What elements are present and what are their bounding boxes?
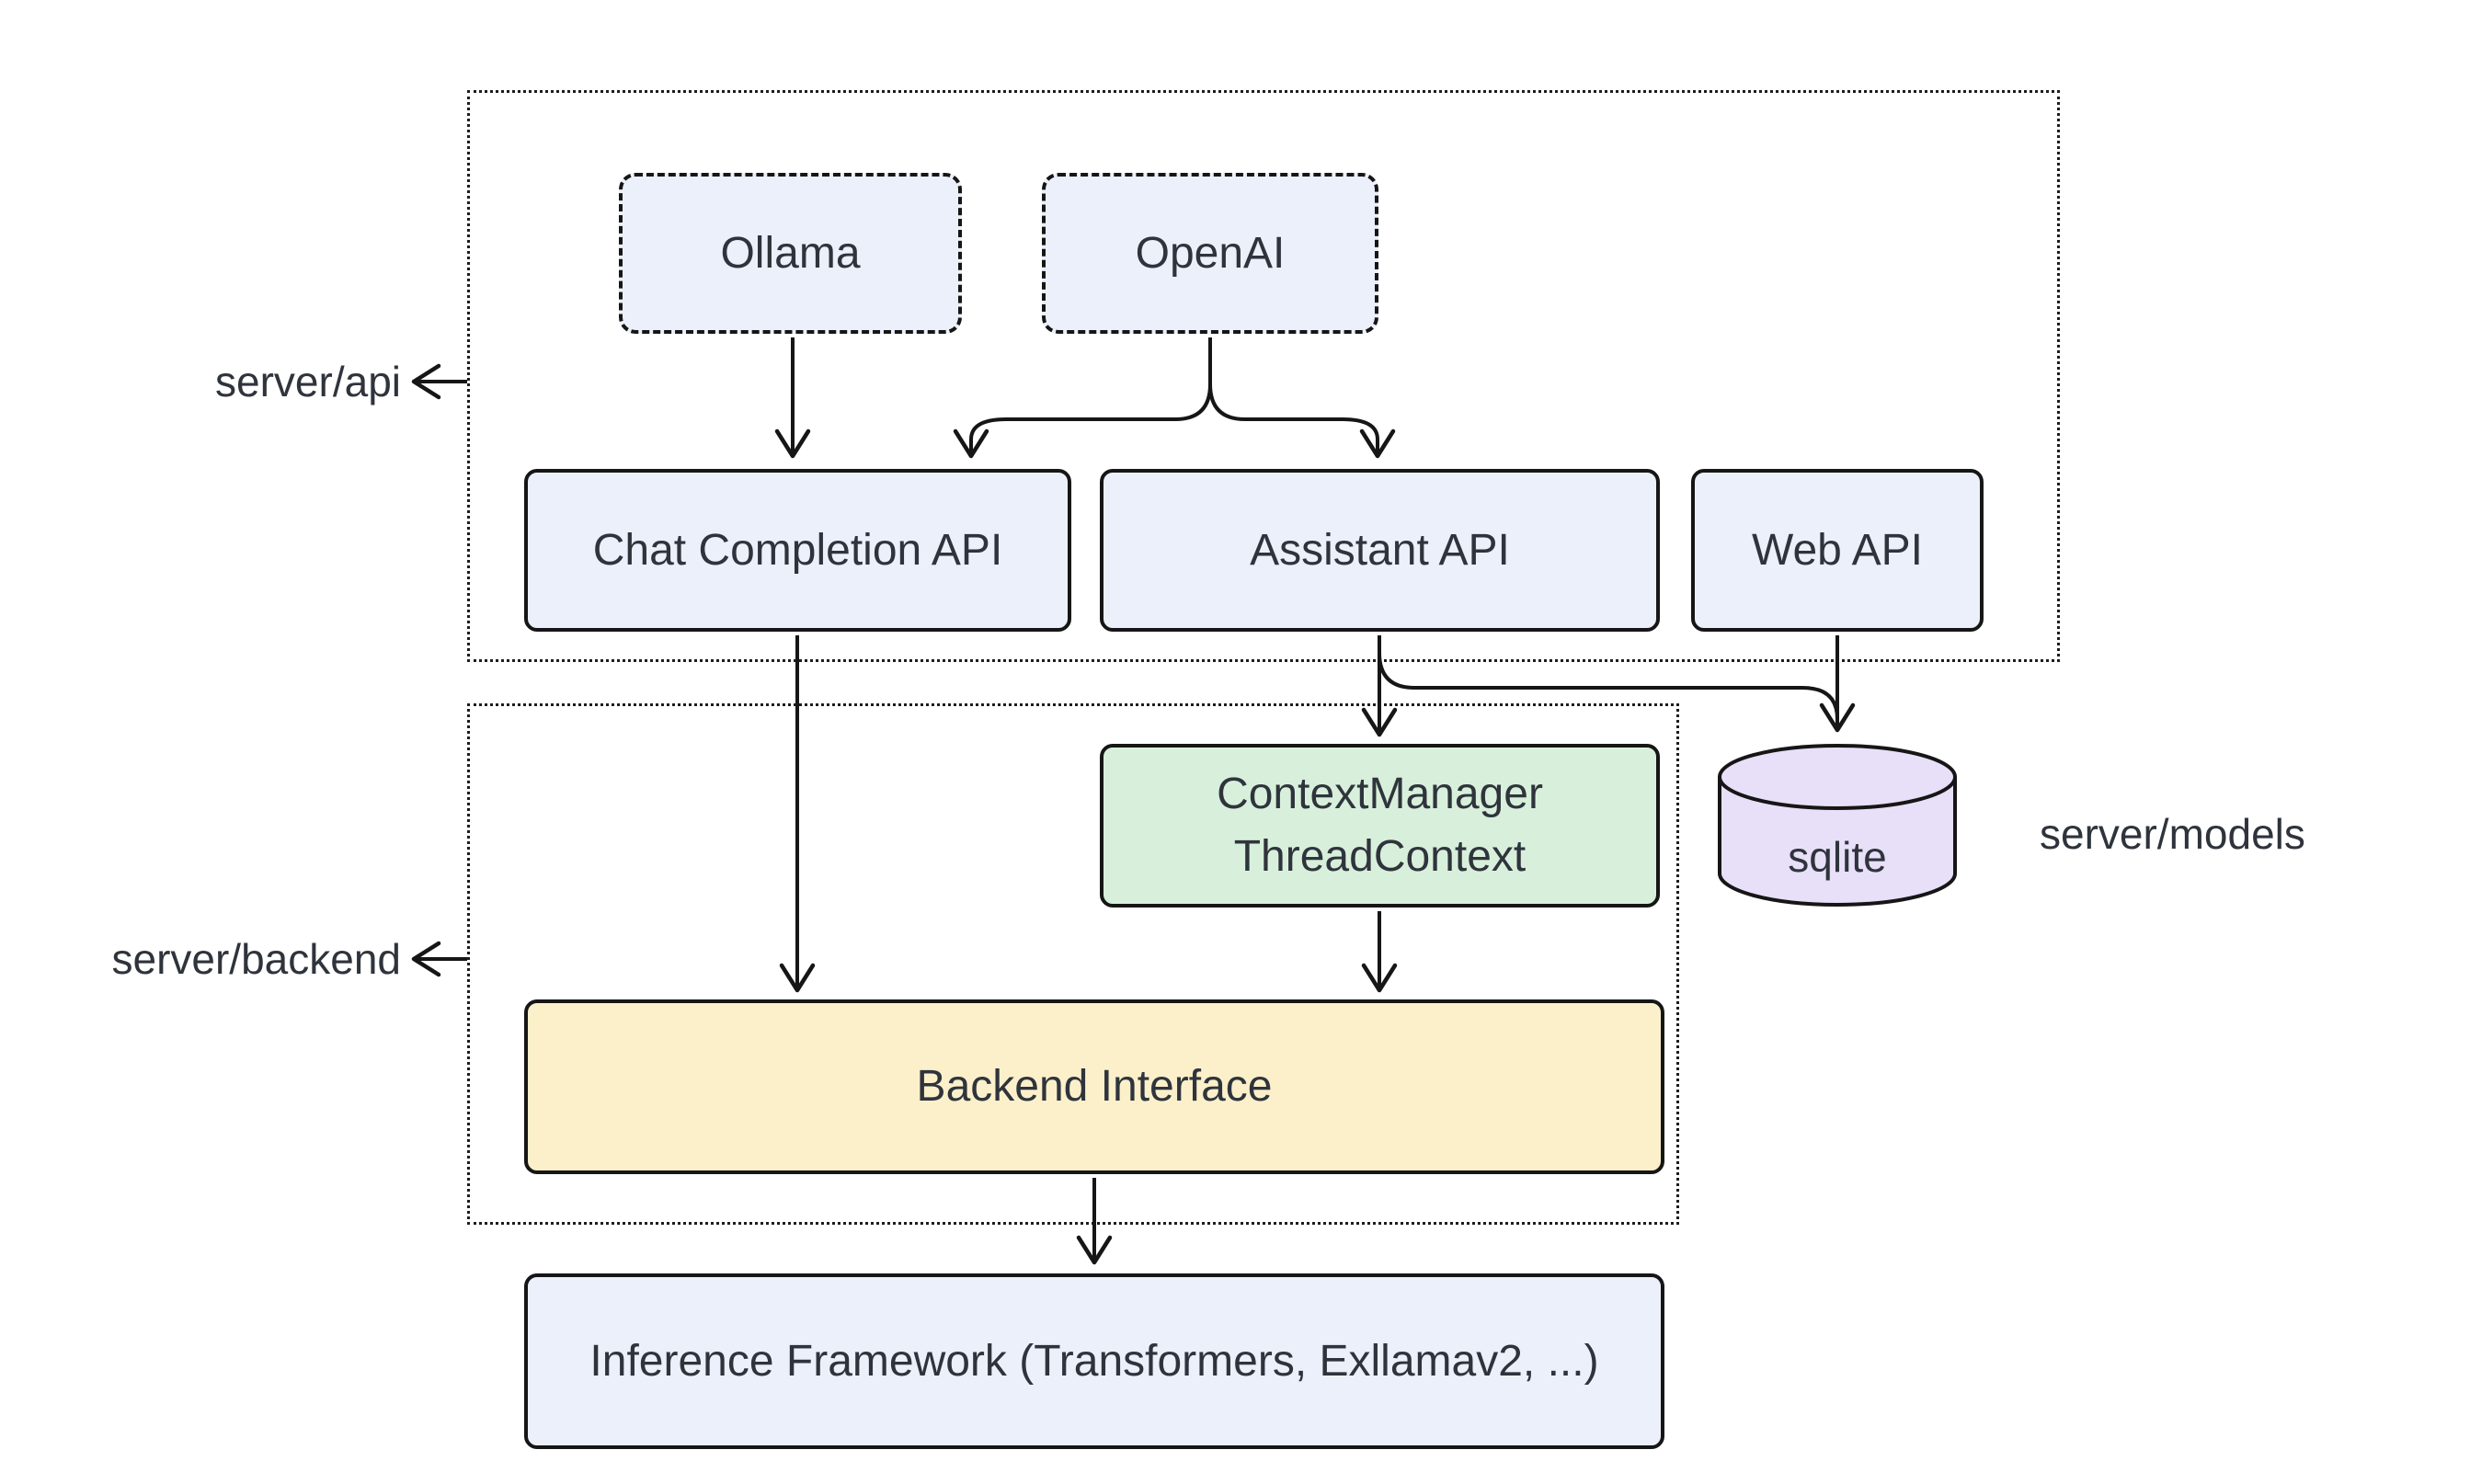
node-backend-interface: Backend Interface	[524, 999, 1664, 1174]
server-api-label: server/api	[215, 358, 401, 405]
node-context-manager-line1: ContextManager	[1217, 770, 1543, 818]
node-openai-label: OpenAI	[1135, 228, 1286, 278]
server-models-label: server/models	[2040, 810, 2305, 858]
node-chat-completion-api: Chat Completion API	[524, 469, 1071, 632]
node-assistant-api-label: Assistant API	[1250, 525, 1510, 575]
server-backend-label: server/backend	[111, 935, 402, 983]
node-ollama: Ollama	[619, 173, 962, 334]
node-inference-framework-label: Inference Framework (Transformers, Exlla…	[589, 1336, 1599, 1386]
sqlite-label: sqlite	[1788, 833, 1887, 881]
node-context-manager: ContextManager ThreadContext	[1100, 744, 1660, 908]
server-api-container	[467, 90, 2060, 662]
node-assistant-api: Assistant API	[1100, 469, 1660, 632]
node-openai: OpenAI	[1042, 173, 1378, 334]
node-ollama-label: Ollama	[720, 228, 861, 278]
node-web-api: Web API	[1691, 469, 1984, 632]
node-backend-interface-label: Backend Interface	[916, 1062, 1273, 1111]
node-inference-framework: Inference Framework (Transformers, Exlla…	[524, 1273, 1664, 1449]
node-web-api-label: Web API	[1752, 525, 1923, 575]
node-chat-completion-api-label: Chat Completion API	[592, 525, 1003, 575]
node-context-manager-line2: ThreadContext	[1233, 832, 1527, 881]
server-backend-container	[467, 703, 1679, 1225]
